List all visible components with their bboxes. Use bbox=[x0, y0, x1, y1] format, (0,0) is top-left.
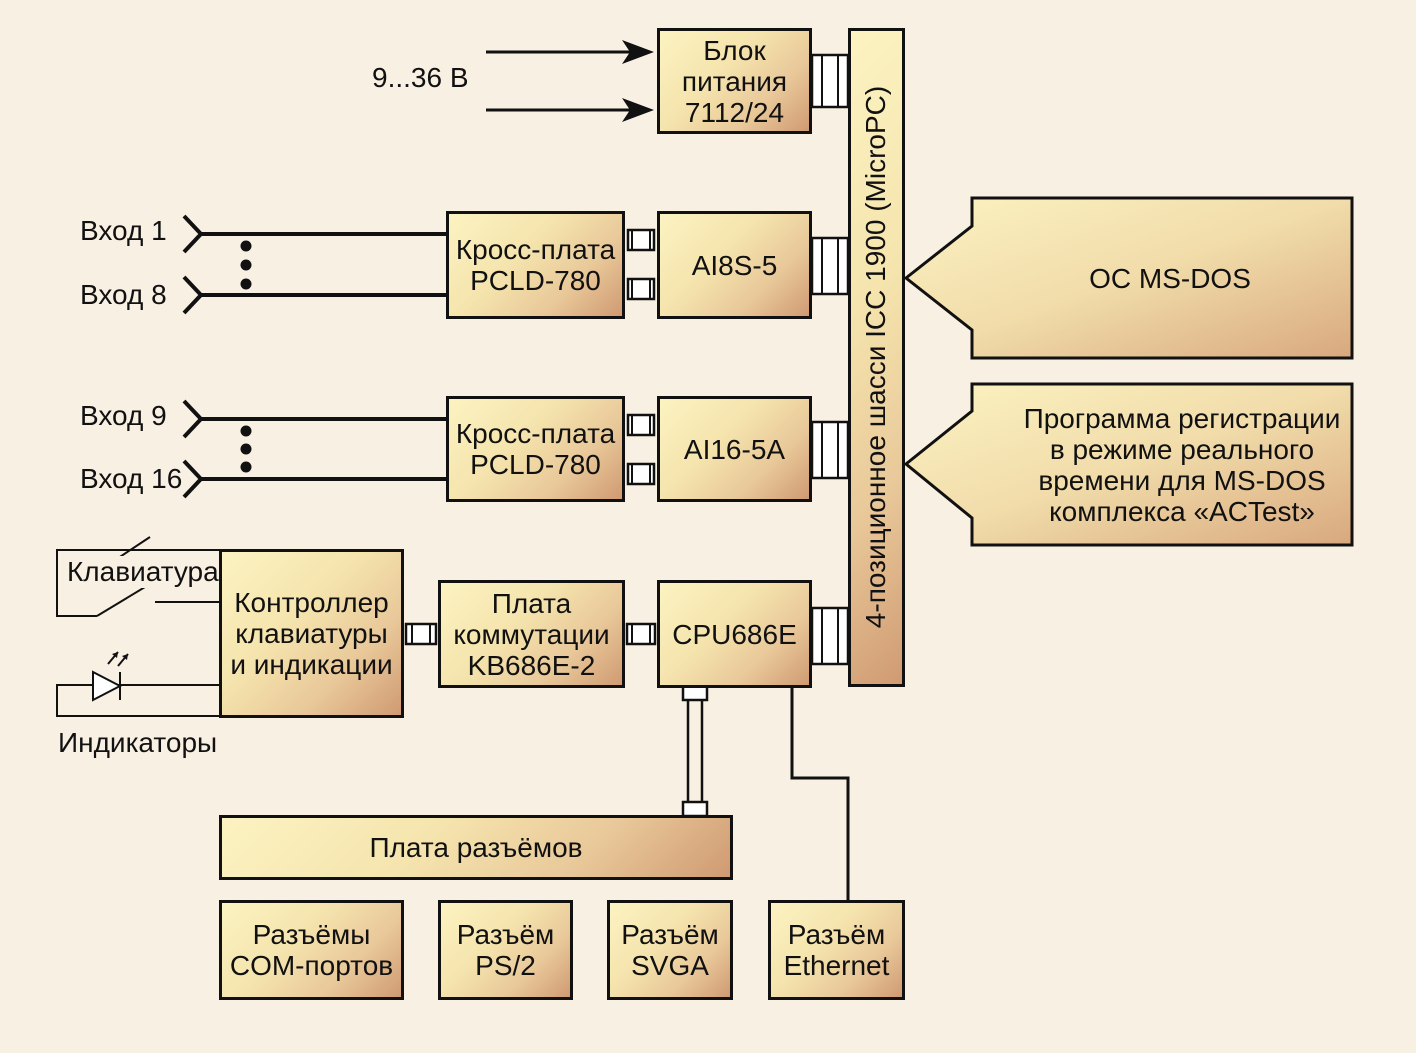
os-label: ОС MS-DOS bbox=[1089, 262, 1251, 294]
cross-board-2: Кросс-плата PCLD-780 bbox=[446, 396, 625, 502]
program-label: Программа регистрации в режиме реального… bbox=[1023, 402, 1341, 527]
input-9-label: Вход 9 bbox=[80, 400, 167, 431]
indicators-label: Индикаторы bbox=[58, 727, 218, 758]
switch-board: Плата коммутации KB686E-2 bbox=[438, 580, 625, 688]
ethernet-line bbox=[790, 686, 850, 902]
voltage-label: 9...36 В bbox=[372, 62, 469, 93]
chassis-block bbox=[848, 28, 905, 687]
input-8-label: Вход 8 bbox=[80, 279, 167, 310]
power-arrowhead-top bbox=[622, 40, 654, 64]
cross-board-1: Кросс-плата PCLD-780 bbox=[446, 211, 625, 319]
keyboard-label: Клавиатура bbox=[67, 556, 219, 588]
input-dots-2 bbox=[240, 425, 252, 473]
input-dots-1 bbox=[240, 240, 252, 290]
ps2-connector: Разъём PS/2 bbox=[438, 900, 573, 1000]
svga-connector: Разъём SVGA bbox=[607, 900, 733, 1000]
power-arrowhead-bottom bbox=[622, 98, 654, 122]
cpu-cable-wires bbox=[686, 700, 704, 802]
ai16-board: AI16-5A bbox=[657, 396, 812, 502]
os-arrow bbox=[903, 196, 1354, 360]
chassis-slot-connectors bbox=[810, 53, 850, 666]
power-supply-block: Блок питания 7112/24 bbox=[657, 28, 812, 134]
ai8s-board: AI8S-5 bbox=[657, 211, 812, 319]
input-lines-1 bbox=[182, 214, 446, 315]
input-lines-2 bbox=[182, 399, 446, 499]
connector-lines bbox=[411, 230, 651, 644]
ethernet-connector: Разъём Ethernet bbox=[768, 900, 905, 1000]
led-symbol bbox=[56, 651, 219, 717]
keyboard-controller: Контроллер клавиатуры и индикации bbox=[219, 549, 404, 718]
connector-board: Плата разъёмов bbox=[219, 815, 733, 880]
cpu-board: CPU686E bbox=[657, 580, 812, 688]
input-1-label: Вход 1 bbox=[80, 215, 167, 246]
cpu-cable bbox=[681, 684, 709, 818]
input-16-label: Вход 16 bbox=[80, 463, 183, 494]
chassis-slot-lines bbox=[821, 55, 839, 664]
program-arrow bbox=[903, 382, 1354, 547]
led-rays bbox=[112, 652, 128, 660]
small-connectors bbox=[404, 228, 657, 646]
chassis-label: 4-позиционное шасси ICC 1900 (MicroPC) bbox=[860, 85, 891, 629]
com-connectors: Разъёмы COM-портов bbox=[219, 900, 404, 1000]
